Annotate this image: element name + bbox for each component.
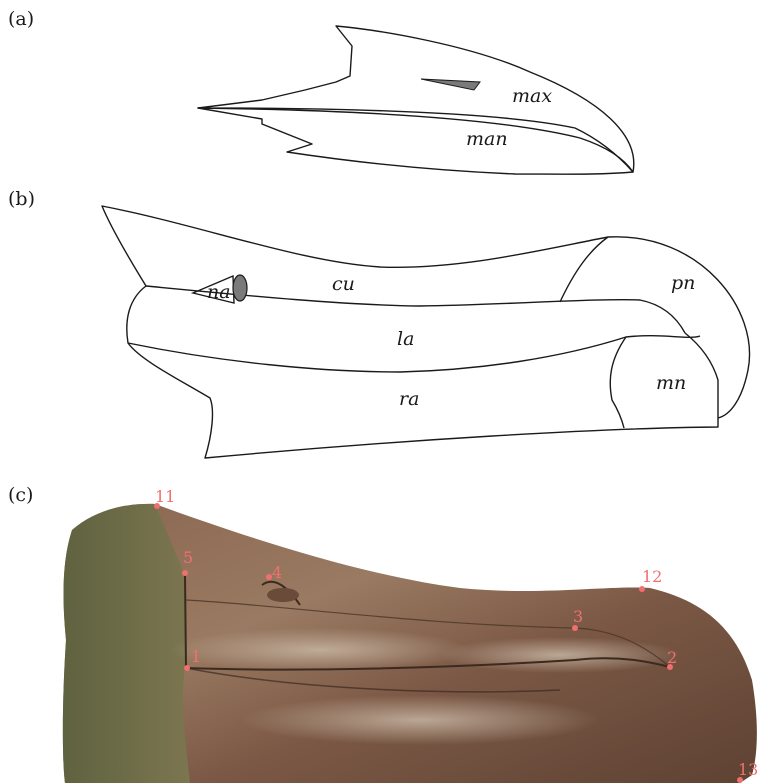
landmark-1-dot (184, 665, 190, 671)
mandible-outline (198, 108, 633, 174)
mn-left-edge (610, 337, 626, 428)
landmark-5-label: 5 (183, 548, 193, 567)
landmark-3-label: 3 (573, 607, 583, 626)
panel-b-plates-diagram: na cu pn la mn ra (0, 190, 759, 470)
landmark-4-label: 4 (272, 563, 282, 582)
label-max: max (512, 85, 552, 107)
landmark-12-label: 12 (642, 567, 662, 586)
outer-outline (102, 206, 750, 458)
beak-photo-base-green (63, 504, 190, 783)
label-cu: cu (332, 273, 355, 295)
landmark-2-label: 2 (667, 648, 677, 667)
label-mn: mn (656, 372, 686, 394)
panel-c-photo: 1 2 3 4 5 11 12 13 (0, 490, 759, 783)
label-pn: pn (671, 272, 695, 294)
label-man: man (466, 128, 508, 150)
landmark-5-dot (182, 570, 188, 576)
landmark-11-label: 11 (155, 490, 175, 506)
label-ra: ra (399, 388, 419, 410)
naricorn-nostril (233, 275, 247, 301)
maxilla-outline (198, 26, 634, 172)
landmark-13-label: 13 (738, 760, 758, 779)
label-na: na (207, 281, 231, 303)
maxilla-nostril (421, 79, 480, 90)
mn-top-edge (685, 333, 718, 418)
pn-left-edge (560, 237, 608, 302)
landmark-1-label: 1 (191, 647, 201, 666)
label-la: la (397, 328, 414, 350)
panel-a-beak-diagram: max man (0, 0, 759, 190)
landmark-12-dot (639, 586, 645, 592)
